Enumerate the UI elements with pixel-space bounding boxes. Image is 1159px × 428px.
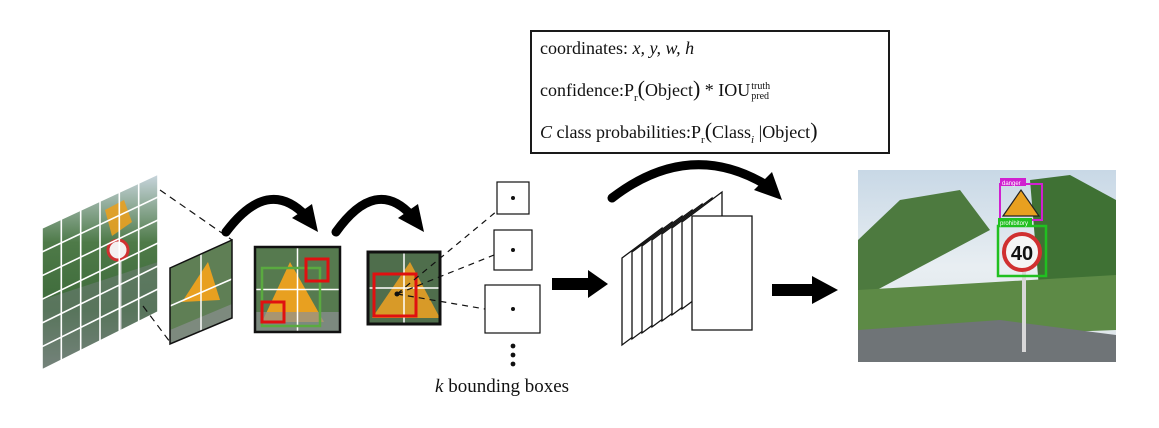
class-count-symbol: C <box>540 122 553 142</box>
cell-with-center <box>366 250 442 326</box>
coordinates-vars: x, y, w, h <box>632 38 695 58</box>
fanout-lines <box>396 210 498 310</box>
prob-symbol: P <box>691 122 702 142</box>
prohibitory-label: prohibitory <box>1000 221 1028 227</box>
prob-symbol: P <box>623 80 634 100</box>
grid-cell-boxes <box>253 245 342 334</box>
prob-subscript: r <box>633 92 638 104</box>
k-bounding-boxes-caption: k bounding boxes <box>435 376 569 398</box>
caption-k: k <box>435 376 444 397</box>
iou-superscript: truth <box>751 80 771 92</box>
straight-arrows <box>552 270 838 304</box>
object-term: Object <box>644 80 693 100</box>
ellipsis-dot <box>510 352 516 358</box>
iou-subscript: pred <box>751 90 770 102</box>
input-grid-lines <box>41 172 159 372</box>
projection-lines <box>142 189 233 343</box>
info-box: coordinates: x, y, w, h confidence:Pr(Ob… <box>530 30 890 154</box>
prob-subscript: r <box>701 134 705 146</box>
output-image: 40 danger prohibitory <box>858 170 1116 362</box>
red-box-large <box>372 272 418 318</box>
k-bounding-boxes <box>484 181 541 367</box>
input-grid-image <box>41 172 159 372</box>
class-probabilities-label: class probabilities: <box>556 122 691 142</box>
confidence-label: confidence: <box>540 80 624 100</box>
class-term: Class <box>712 122 752 142</box>
red-box-small-2 <box>260 300 286 324</box>
multiply-star: * <box>704 80 714 100</box>
class-probabilities-line: C class probabilities:Pr(Classi |Object) <box>540 118 818 146</box>
ellipsis-dot <box>510 361 516 367</box>
zoomed-cell <box>169 238 233 346</box>
caption-text: bounding boxes <box>448 376 570 397</box>
coordinates-label: coordinates: <box>540 38 628 58</box>
speed-sign-text: 40 <box>1011 243 1033 265</box>
curved-arrows <box>221 160 782 237</box>
ellipsis-dot <box>510 343 516 349</box>
danger-label: danger <box>1002 181 1021 187</box>
iou-term: IOU <box>718 80 751 100</box>
green-box <box>260 266 322 328</box>
feature-map-stack <box>621 190 753 347</box>
class-index: i <box>751 134 755 146</box>
object-term: Object <box>762 122 811 142</box>
coordinates-line: coordinates: x, y, w, h <box>540 38 694 59</box>
red-box-small <box>304 257 330 283</box>
conditional-bar: | <box>758 122 763 142</box>
